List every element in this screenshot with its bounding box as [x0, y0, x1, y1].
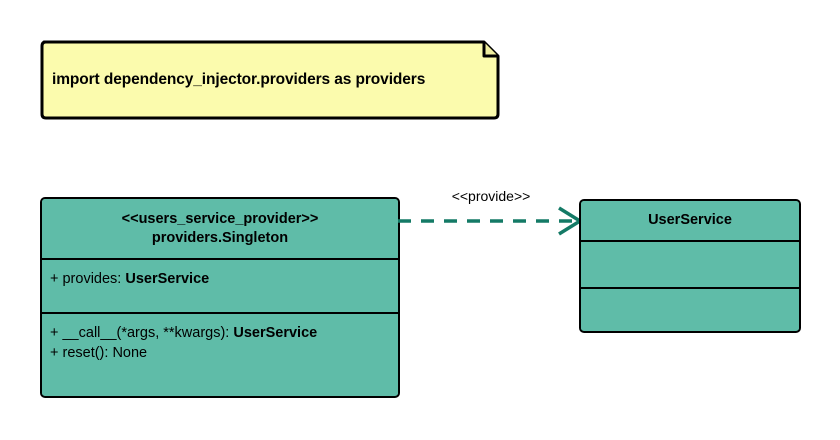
attribute-type: UserService	[125, 271, 210, 287]
class-title-compartment: UserService	[581, 201, 799, 240]
class-attributes-compartment: + provides: UserService	[42, 258, 398, 312]
class-attributes-compartment	[581, 240, 799, 287]
operation-label: + __call__(*args, **kwargs):	[50, 325, 234, 341]
attribute-label: + provides:	[50, 271, 126, 287]
note-shape	[40, 40, 500, 120]
operation-label: + reset(): None	[50, 345, 148, 361]
relationship-label: <<provide>>	[451, 188, 531, 204]
operation-row: + __call__(*args, **kwargs): UserService	[50, 323, 390, 343]
class-operations-compartment	[581, 287, 799, 330]
class-operations-compartment: + __call__(*args, **kwargs): UserService…	[42, 312, 398, 395]
class-box-users-service-provider[interactable]: <<users_service_provider>> providers.Sin…	[40, 197, 400, 398]
class-box-user-service[interactable]: UserService	[579, 199, 801, 333]
operation-row: + reset(): None	[50, 343, 390, 363]
class-name: UserService	[648, 212, 732, 228]
class-title-compartment: <<users_service_provider>> providers.Sin…	[42, 199, 398, 258]
note-import[interactable]: import dependency_injector.providers as …	[40, 40, 500, 120]
relationship-provide-arrow[interactable]	[396, 182, 586, 236]
operation-return-type: UserService	[233, 325, 318, 341]
attribute-row: + provides: UserService	[50, 269, 390, 289]
class-type-name: providers.Singleton	[151, 229, 289, 246]
class-stereotype: <<users_service_provider>>	[121, 210, 319, 227]
note-text: import dependency_injector.providers as …	[52, 71, 426, 88]
